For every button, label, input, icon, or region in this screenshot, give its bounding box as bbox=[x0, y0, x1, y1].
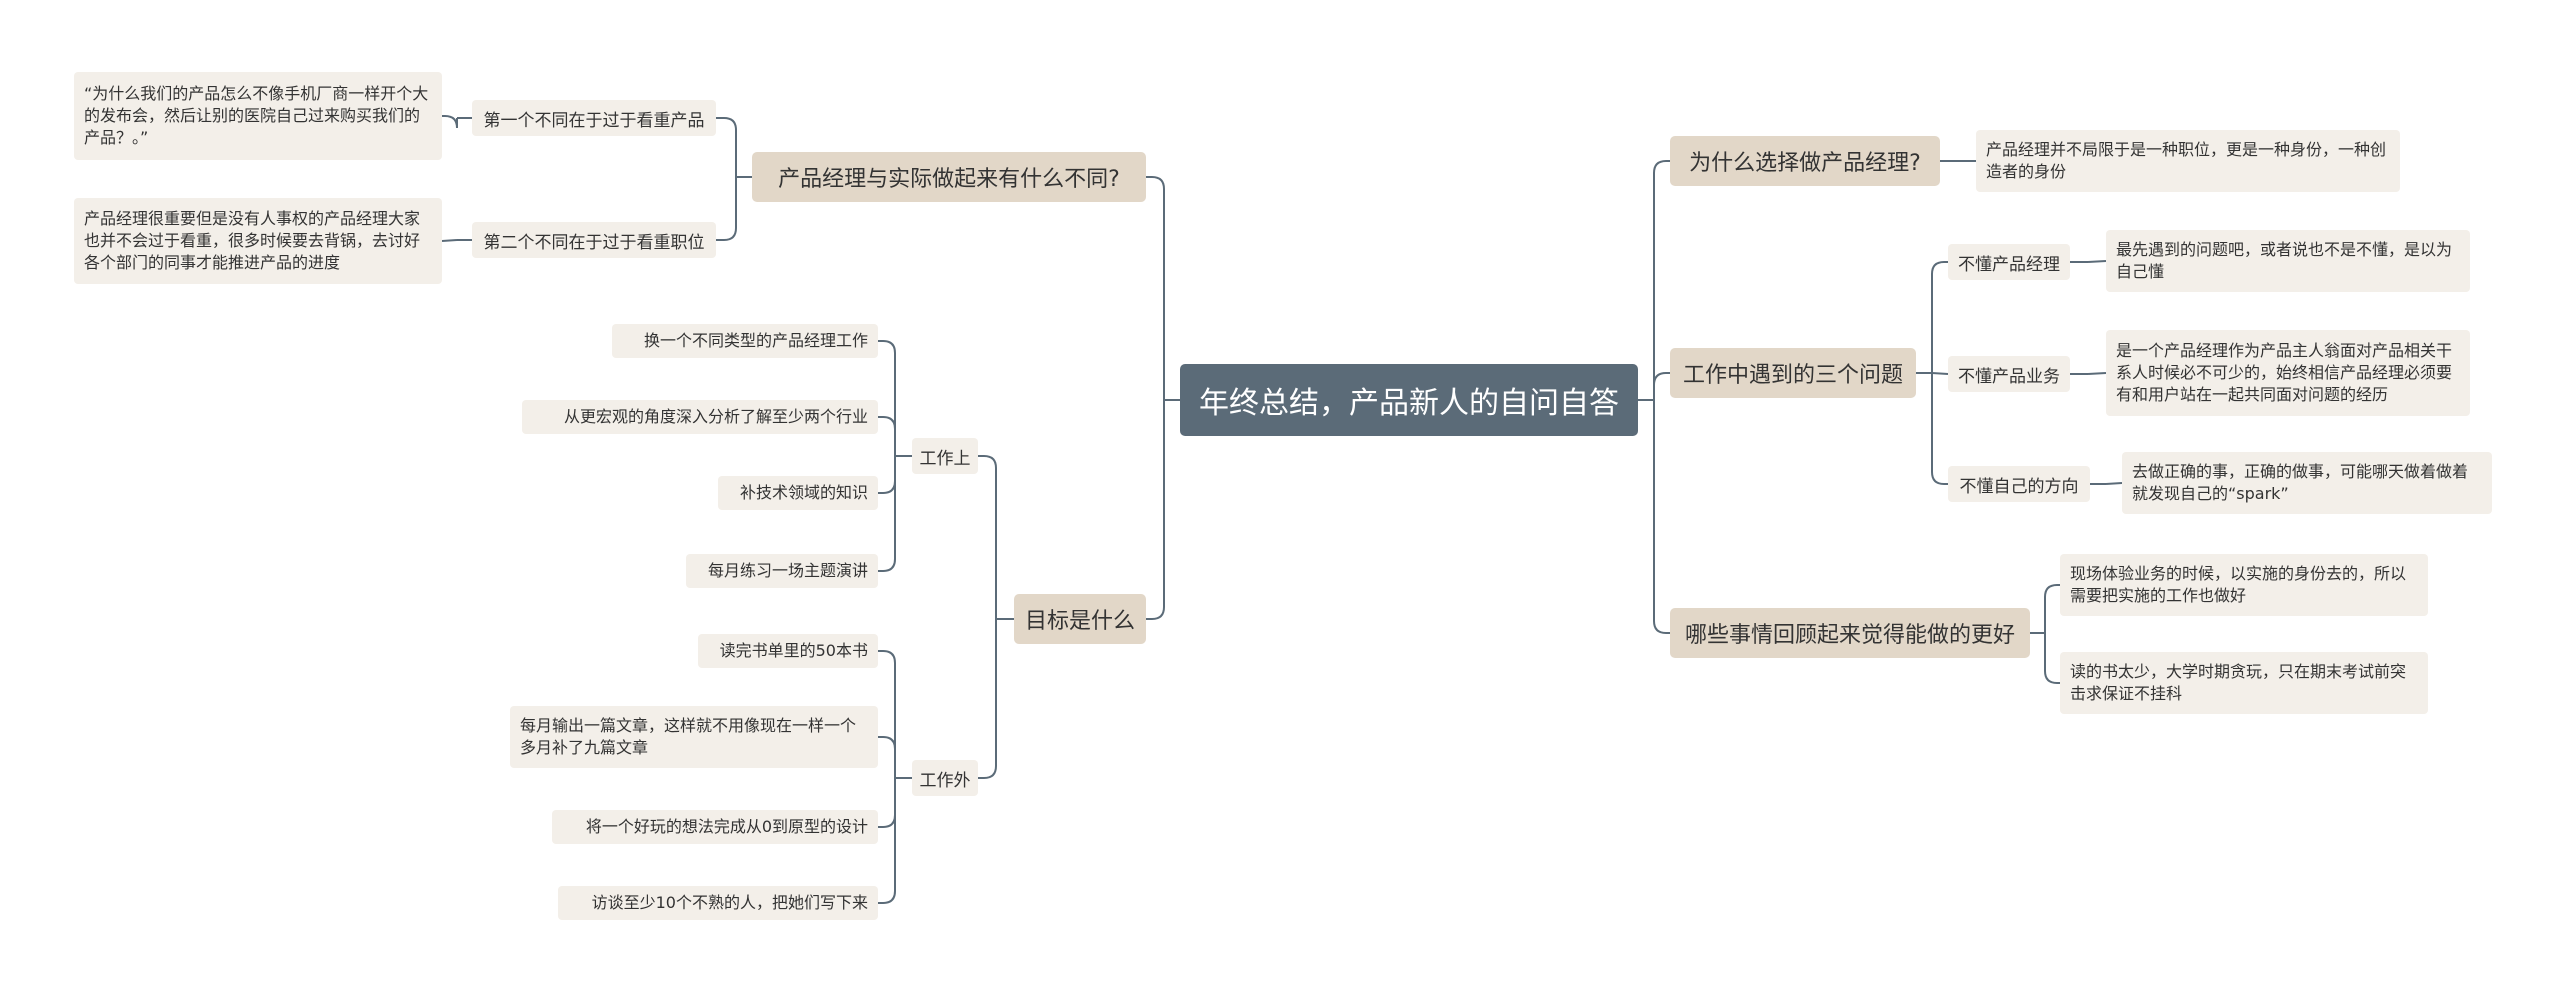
connector-problems-0 bbox=[1931, 261, 1948, 373]
connector-problem-2-0 bbox=[2087, 372, 2107, 375]
sub-topic-business-understanding[interactable]: 不懂产品业务 bbox=[1948, 356, 2070, 392]
leaf-position-focus-detail[interactable]: 产品经理很重要但是没有人事权的产品经理大家也并不会过于看重，很多时候要去背锅，去… bbox=[74, 198, 442, 284]
connector-work-in-3 bbox=[878, 456, 896, 572]
leaf-work-in-2[interactable]: 从更宏观的角度深入分析了解至少两个行业 bbox=[522, 400, 878, 434]
leaf-direction-detail[interactable]: 去做正确的事，正确的做事，可能哪天做着做着就发现自己的“spark” bbox=[2122, 452, 2492, 514]
connector-branch2-1 bbox=[978, 619, 997, 779]
connector-sub1-0 bbox=[442, 115, 458, 129]
connector-problem-3-0 bbox=[2105, 482, 2123, 485]
sub-topic-work-in[interactable]: 工作上 bbox=[912, 438, 978, 474]
leaf-work-out-2[interactable]: 每月输出一篇文章，这样就不用像现在一样一个多月补了九篇文章 bbox=[510, 706, 878, 768]
branch-goals[interactable]: 目标是什么 bbox=[1014, 594, 1146, 644]
connector-root-left-1 bbox=[1146, 400, 1165, 620]
connector-problem-1-0 bbox=[2087, 260, 2107, 263]
sub-topic-product-focus[interactable]: 第一个不同在于过于看重产品 bbox=[472, 100, 716, 136]
connector-work-in-1 bbox=[878, 416, 896, 456]
leaf-why-pm-detail[interactable]: 产品经理并不局限于是一种职位，更是一种身份，一种创造者的身份 bbox=[1976, 130, 2400, 192]
connector-work-out-0 bbox=[878, 650, 896, 778]
leaf-work-in-3[interactable]: 补技术领域的知识 bbox=[718, 476, 878, 510]
connector-branch2-0 bbox=[978, 455, 997, 619]
sub-topic-pm-understanding[interactable]: 不懂产品经理 bbox=[1948, 244, 2070, 280]
leaf-better-1[interactable]: 现场体验业务的时候，以实施的身份去的，所以需要把实施的工作也做好 bbox=[2060, 554, 2428, 616]
branch-pm-vs-reality[interactable]: 产品经理与实际做起来有什么不同? bbox=[752, 152, 1146, 202]
leaf-pm-understanding-detail[interactable]: 最先遇到的问题吧，或者说也不是不懂，是以为自己懂 bbox=[2106, 230, 2470, 292]
leaf-better-2[interactable]: 读的书太少，大学时期贪玩，只在期末考试前突击求保证不挂科 bbox=[2060, 652, 2428, 714]
branch-why-pm[interactable]: 为什么选择做产品经理? bbox=[1670, 136, 1940, 186]
connector-sub2-0 bbox=[441, 239, 458, 242]
sub-topic-position-focus[interactable]: 第二个不同在于过于看重职位 bbox=[472, 222, 716, 258]
sub-topic-work-out[interactable]: 工作外 bbox=[912, 760, 978, 796]
connector-better-0 bbox=[2044, 584, 2060, 633]
sub-topic-direction[interactable]: 不懂自己的方向 bbox=[1948, 466, 2090, 502]
connector-better-1 bbox=[2044, 633, 2060, 684]
connector-problems-2 bbox=[1931, 373, 1948, 485]
leaf-work-out-4[interactable]: 访谈至少10个不熟的人，把她们写下来 bbox=[558, 886, 878, 920]
connector-work-in-2 bbox=[878, 456, 896, 494]
connector-root-right-0 bbox=[1653, 160, 1670, 400]
leaf-work-in-1[interactable]: 换一个不同类型的产品经理工作 bbox=[612, 324, 878, 358]
connector-branch1-1 bbox=[716, 177, 737, 241]
connector-work-in-0 bbox=[878, 340, 896, 456]
connector-root-right-2 bbox=[1653, 400, 1670, 634]
connector-work-out-1 bbox=[878, 736, 896, 778]
connector-problems-1 bbox=[1931, 372, 1949, 375]
leaf-product-focus-detail[interactable]: “为什么我们的产品怎么不像手机厂商一样开个大的发布会，然后让别的医院自己过来购买… bbox=[74, 72, 442, 160]
connector-work-out-3 bbox=[878, 778, 896, 904]
root-topic[interactable]: 年终总结，产品新人的自问自答 bbox=[1180, 364, 1638, 436]
branch-could-do-better[interactable]: 哪些事情回顾起来觉得能做的更好 bbox=[1670, 608, 2030, 658]
connector-root-left-0 bbox=[1146, 176, 1165, 400]
connector-branch1-0 bbox=[716, 117, 737, 177]
branch-three-problems[interactable]: 工作中遇到的三个问题 bbox=[1670, 348, 1916, 398]
leaf-work-out-3[interactable]: 将一个好玩的想法完成从0到原型的设计 bbox=[552, 810, 878, 844]
connector-root-right-1 bbox=[1653, 372, 1670, 400]
connector-work-out-2 bbox=[878, 778, 896, 828]
leaf-work-in-4[interactable]: 每月练习一场主题演讲 bbox=[686, 554, 878, 588]
leaf-business-understanding-detail[interactable]: 是一个产品经理作为产品主人翁面对产品相关干系人时候必不可少的，始终相信产品经理必… bbox=[2106, 330, 2470, 416]
leaf-work-out-1[interactable]: 读完书单里的50本书 bbox=[698, 634, 878, 668]
